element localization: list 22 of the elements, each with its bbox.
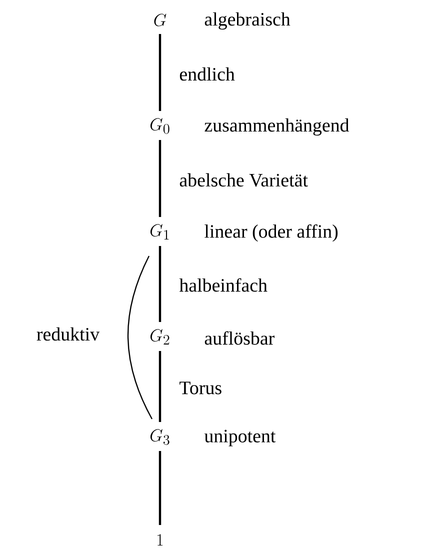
group-symbol: $G_1$ bbox=[150, 224, 169, 240]
property-label: unipotent bbox=[204, 430, 276, 446]
property-label: linear (oder affin) bbox=[204, 224, 338, 242]
edge-label: endlich bbox=[180, 67, 235, 81]
property-label: zusammenhängend bbox=[204, 118, 350, 136]
inclusion-line bbox=[158, 34, 162, 111]
edge-label: abelsche Varietät bbox=[180, 173, 308, 187]
property-label: auflösbar bbox=[204, 331, 274, 345]
edge-label: reduktiv bbox=[36, 327, 100, 341]
property-label: algebraisch bbox=[204, 12, 290, 30]
curved-line bbox=[127, 256, 153, 420]
inclusion-line bbox=[158, 246, 162, 322]
group-symbol: $G_0$ bbox=[150, 118, 170, 134]
inclusion-line bbox=[158, 351, 162, 422]
edge-label: halbeinfach bbox=[179, 278, 268, 292]
group-symbol: $G$ bbox=[154, 14, 166, 26]
group-symbol: $1$ bbox=[158, 534, 163, 546]
edge-label: Torus bbox=[180, 382, 222, 394]
group-symbol: $G_3$ bbox=[150, 429, 170, 445]
group-symbol: $G_2$ bbox=[150, 329, 170, 345]
inclusion-line bbox=[158, 140, 162, 217]
inclusion-line bbox=[158, 451, 162, 525]
